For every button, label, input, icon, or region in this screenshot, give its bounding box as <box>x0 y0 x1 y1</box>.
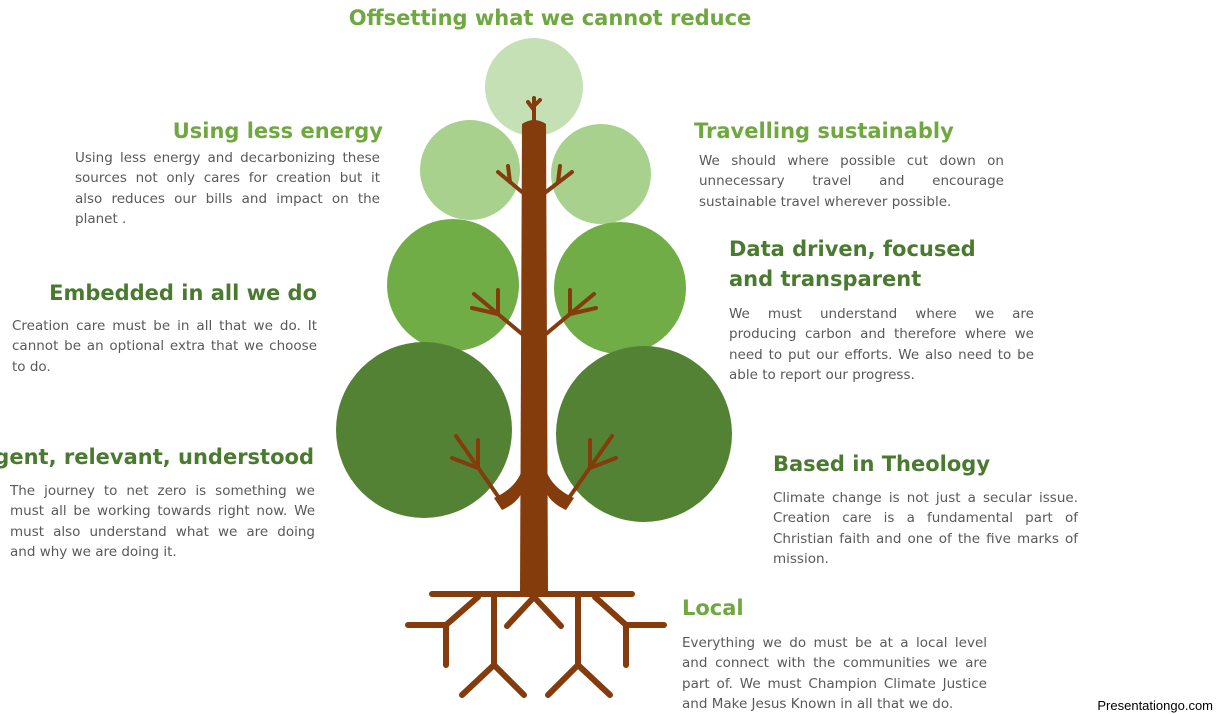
heading-theology: Based in Theology <box>773 452 991 476</box>
leaf-lower-left <box>336 342 512 518</box>
leaf-lower-right <box>556 346 732 522</box>
text-travelling: We should where possible cut down on unn… <box>699 153 1004 210</box>
text-urgent: The journey to net zero is something we … <box>10 483 315 560</box>
heading-offsetting: Offsetting what we cannot reduce <box>348 6 752 30</box>
heading-embedded: Embedded in all we do <box>49 281 317 305</box>
tree-roots <box>405 591 667 698</box>
heading-local: Local <box>682 596 744 620</box>
text-local: Everything we do must be at a local leve… <box>682 635 987 712</box>
text-using-less-energy: Using less energy and decarbonizing thes… <box>75 150 380 227</box>
heading-travelling: Travelling sustainably <box>694 119 954 143</box>
leaf-middle-left <box>387 219 519 351</box>
text-theology: Climate change is not just a secular iss… <box>773 490 1078 567</box>
leaf-upper-right <box>551 124 651 224</box>
tree-leaves <box>336 38 732 522</box>
text-embedded: Creation care must be in all that we do.… <box>12 318 317 375</box>
leaf-top <box>485 38 583 136</box>
leaf-upper-left <box>420 120 520 220</box>
footer-credit: Presentationgo.com <box>1097 698 1213 713</box>
leaf-middle-right <box>554 222 686 354</box>
text-data-driven: We must understand where we are producin… <box>729 306 1034 383</box>
heading-urgent: Urgent, relevant, understood <box>0 445 314 469</box>
tree-branches <box>450 96 618 504</box>
heading-data-driven: Data driven, focused and transparent <box>729 237 976 291</box>
heading-using-less-energy: Using less energy <box>172 119 383 143</box>
